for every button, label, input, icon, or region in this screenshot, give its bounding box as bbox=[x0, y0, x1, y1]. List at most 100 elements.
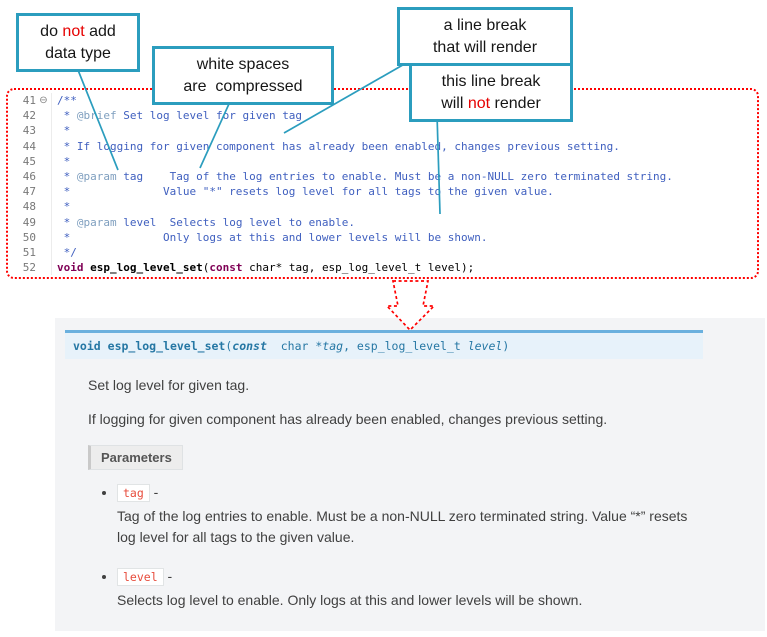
code-line: 50 * Only logs at this and lower levels … bbox=[12, 229, 755, 246]
code-text: * @brief Set log level for given tag bbox=[57, 108, 302, 123]
code-line: 48 * bbox=[12, 199, 755, 215]
signature-token: , esp_log_level_t bbox=[343, 339, 468, 353]
callout-text: render bbox=[490, 94, 541, 112]
code-line: 44 * If logging for given component has … bbox=[12, 138, 755, 154]
code-token: * bbox=[57, 200, 71, 214]
code-text: * If logging for given component has alr… bbox=[57, 139, 620, 154]
fold-spacer bbox=[36, 260, 52, 276]
callout-line: a line break bbox=[406, 15, 564, 37]
code-token: * bbox=[57, 215, 77, 229]
line-number: 48 bbox=[22, 200, 36, 214]
code-line: 45 * bbox=[12, 153, 755, 170]
code-text: * bbox=[57, 123, 71, 138]
code-line: 51 */ bbox=[12, 245, 755, 261]
code-line: 43 * bbox=[12, 123, 755, 139]
code-line: 52 void esp_log_level_set(const char* tag… bbox=[12, 260, 755, 276]
doc-paragraph-details: If logging for given component has alrea… bbox=[88, 411, 608, 427]
callout-line: do not add bbox=[25, 21, 131, 43]
parameter-item: level -Selects log level to enable. Only… bbox=[117, 568, 765, 611]
callout-text-em: not bbox=[467, 94, 491, 112]
line-number: 42 bbox=[22, 109, 36, 123]
fold-spacer bbox=[36, 108, 52, 124]
callout-text: white spaces bbox=[196, 56, 290, 73]
line-number: 44 bbox=[22, 139, 36, 153]
code-text: /** bbox=[57, 93, 77, 108]
callout-text: will bbox=[441, 94, 468, 112]
signature-token: tag bbox=[322, 339, 344, 353]
code-token: Set log level for given tag bbox=[116, 109, 303, 123]
code-token: * If logging for given component has alr… bbox=[57, 139, 620, 153]
callout-line-break-renders: a line break that will render bbox=[397, 7, 573, 67]
function-signature: void esp_log_level_set(const char *tag, … bbox=[65, 330, 703, 359]
signature-token: void bbox=[73, 339, 101, 353]
fold-spacer bbox=[36, 153, 52, 170]
callout-line: that will render bbox=[406, 37, 564, 59]
line-number: 43 bbox=[22, 124, 36, 138]
fold-spacer bbox=[36, 123, 52, 139]
fold-spacer bbox=[36, 169, 52, 185]
code-token: * bbox=[57, 170, 77, 184]
line-number: 41 bbox=[22, 94, 36, 107]
line-number: 50 bbox=[22, 230, 36, 244]
code-token: */ bbox=[57, 246, 77, 260]
code-token: * Only logs at this and lower levels wil… bbox=[57, 230, 488, 244]
line-number: 49 bbox=[22, 215, 36, 229]
code-token: * bbox=[57, 154, 71, 168]
callout-no-data-type: do not add data type bbox=[16, 13, 140, 73]
callout-text: add bbox=[84, 23, 116, 40]
callout-text: a line break bbox=[443, 17, 527, 34]
code-token: tag Tag of the log entries to enable. Mu… bbox=[116, 170, 673, 184]
code-text: * Only logs at this and lower levels wil… bbox=[57, 230, 488, 245]
param-description: Tag of the log entries to enable. Must b… bbox=[117, 508, 688, 545]
fold-spacer bbox=[36, 245, 52, 261]
signature-token: const bbox=[232, 339, 267, 353]
callout-text: do bbox=[40, 23, 63, 40]
signature-token: char * bbox=[266, 339, 323, 353]
fold-spacer bbox=[36, 184, 52, 200]
callout-whitespace-compressed: white spaces are compressed bbox=[152, 46, 334, 106]
signature-token: esp_log_level_set bbox=[107, 339, 226, 353]
code-token: esp_log_level_set bbox=[90, 261, 203, 275]
code-text: */ bbox=[57, 245, 77, 260]
code-token: void bbox=[57, 261, 84, 275]
callout-text: data type bbox=[45, 44, 111, 62]
line-number: 52 bbox=[22, 261, 36, 275]
code-lines: 41⊖/**42 * @brief Set log level for give… bbox=[12, 93, 755, 276]
code-token: const bbox=[209, 261, 243, 275]
callout-line: data type bbox=[25, 43, 131, 65]
parameters-list: tag - Tag of the log entries to enable. M… bbox=[88, 484, 765, 611]
code-token: char* tag, esp_log_level_t level); bbox=[242, 261, 475, 275]
code-text: * bbox=[57, 154, 71, 169]
code-line: 42 * @brief Set log level for given tag bbox=[12, 108, 755, 124]
fold-spacer bbox=[36, 138, 52, 154]
param-dash: - bbox=[163, 568, 173, 584]
param-name-code: tag bbox=[117, 484, 150, 502]
code-token: level Selects log level to enable. bbox=[116, 215, 356, 229]
callout-text: this line break bbox=[441, 73, 541, 90]
callout-line: will not render bbox=[418, 93, 564, 115]
fold-spacer bbox=[36, 199, 52, 215]
callout-line: are compressed bbox=[161, 76, 325, 98]
code-token: * bbox=[57, 109, 77, 123]
code-text: * @param level Selects log level to enab… bbox=[57, 215, 355, 230]
code-text: void esp_log_level_set(const char* tag, … bbox=[57, 260, 474, 275]
callout-text: that will render bbox=[432, 38, 538, 56]
fold-spacer bbox=[36, 214, 52, 230]
callout-text-em: not bbox=[62, 23, 85, 40]
code-line: 47 * Value "*" resets log level for all … bbox=[12, 184, 755, 200]
doc-paragraph-brief: Set log level for given tag. bbox=[88, 377, 250, 393]
fold-collapse-icon[interactable]: ⊖ bbox=[36, 93, 52, 109]
signature-token: ) bbox=[502, 339, 510, 353]
code-line: 41⊖ /** bbox=[12, 93, 755, 109]
code-line: 46 * @param tag Tag of the log entries t… bbox=[12, 169, 755, 185]
doc-panel: void esp_log_level_set(const char *tag, … bbox=[55, 318, 765, 631]
code-text: * Value "*" resets log level for all tag… bbox=[57, 184, 554, 199]
code-token: @param bbox=[76, 215, 117, 229]
code-token: /** bbox=[57, 94, 77, 107]
callout-line: white spaces bbox=[161, 54, 325, 76]
code-token: @param bbox=[76, 170, 117, 184]
code-token: * bbox=[57, 124, 71, 138]
line-number: 47 bbox=[22, 185, 36, 199]
code-line: 49 * @param level Selects log level to e… bbox=[12, 214, 755, 230]
